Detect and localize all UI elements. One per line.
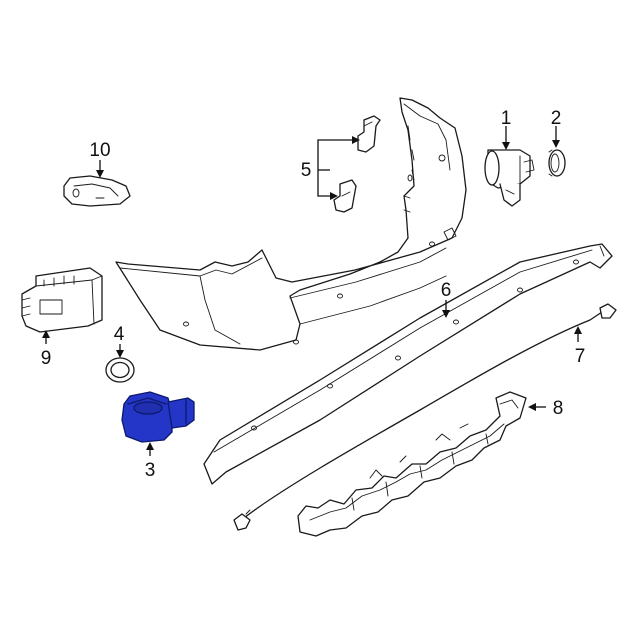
callout-5: 5 xyxy=(301,160,312,181)
callout-10: 10 xyxy=(89,140,110,161)
callout-8: 8 xyxy=(553,398,564,419)
seal-ring-part-2 xyxy=(548,149,566,177)
sensor-holder-part-10 xyxy=(63,175,131,207)
callout-7: 7 xyxy=(575,346,586,367)
control-module-part-9 xyxy=(21,267,103,333)
callout-4: 4 xyxy=(114,324,125,345)
grommet-part-4 xyxy=(105,357,135,383)
parking-sensor-part-3 xyxy=(121,391,195,443)
callout-6: 6 xyxy=(441,280,452,301)
callout-3: 3 xyxy=(145,460,156,481)
bumper-cover xyxy=(115,97,467,351)
reinforcement-part-8 xyxy=(297,391,527,537)
highlight-fill xyxy=(121,391,173,443)
bracket-part-5 xyxy=(333,115,381,213)
cable-part-7 xyxy=(233,303,617,531)
callout-9: 9 xyxy=(41,348,52,369)
sensor-part-1 xyxy=(484,149,535,207)
callout-1: 1 xyxy=(501,108,512,129)
callout-2: 2 xyxy=(551,108,562,129)
retainer-strip-part-6 xyxy=(203,243,613,485)
callout-labels: 1 2 3 4 5 6 7 8 9 10 xyxy=(41,108,586,481)
callout-leaders xyxy=(42,126,582,456)
